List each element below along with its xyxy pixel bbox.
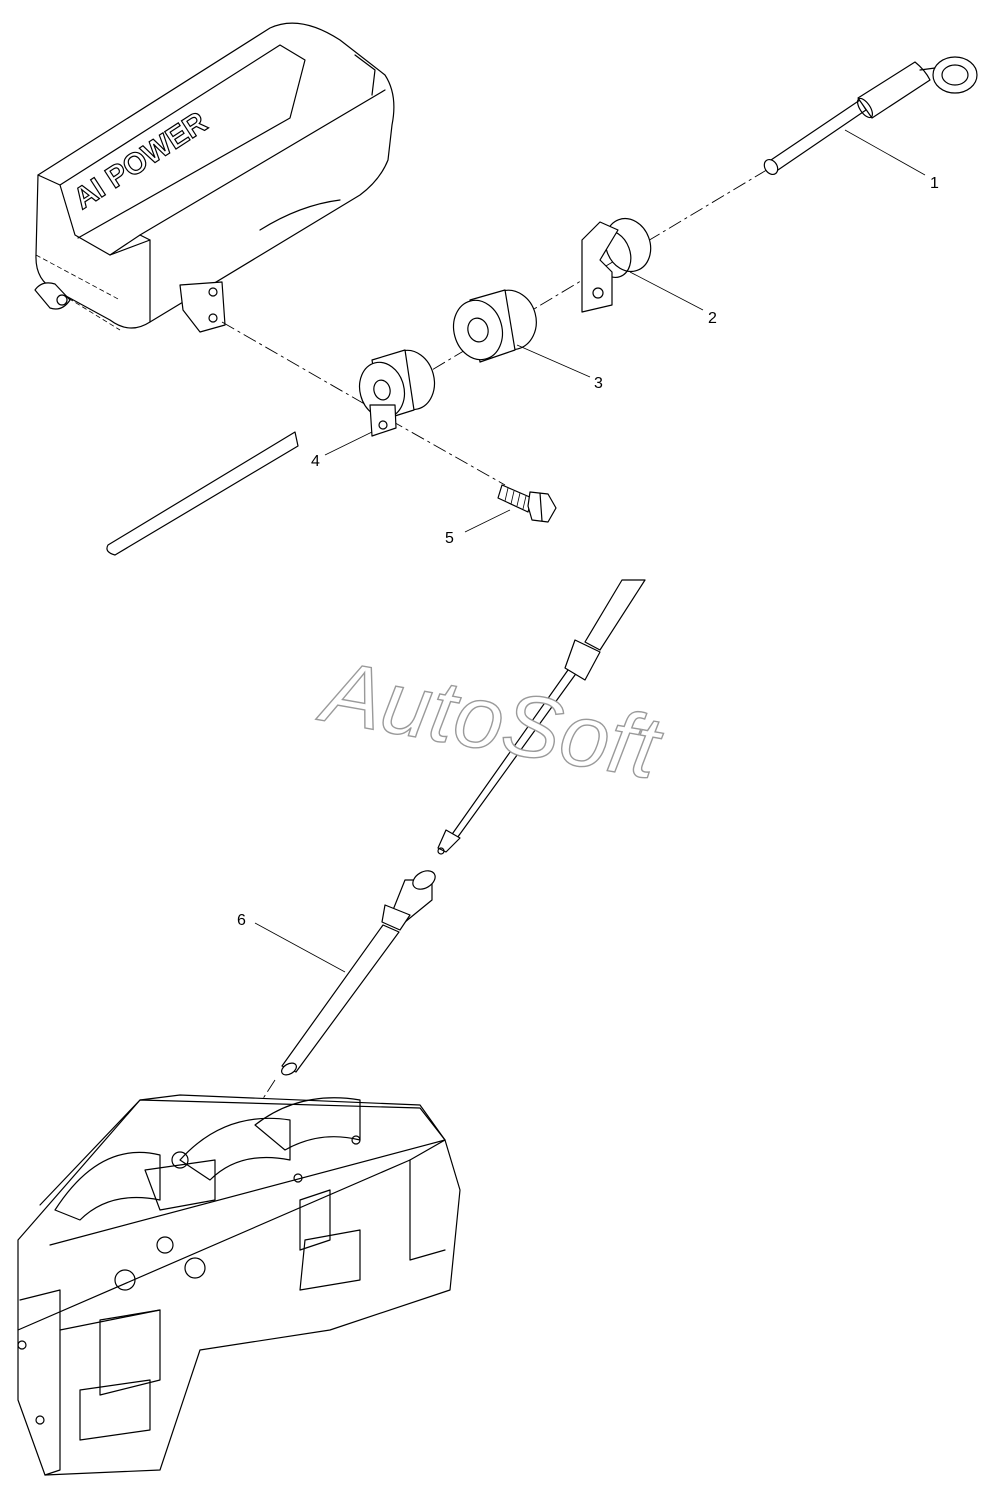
clamp-bracket (581, 217, 652, 313)
watermark-text: AutoSoft (312, 640, 670, 798)
intake-manifold: AI POWER (34, 22, 395, 333)
callout-5: 5 (445, 530, 454, 547)
dipstick (437, 579, 646, 855)
callout-1: 1 (930, 175, 939, 192)
assembly-centerlines (221, 167, 771, 486)
flange-bolt (497, 484, 557, 523)
leader-lines (254, 129, 926, 973)
callout-3: 3 (594, 375, 603, 392)
callout-2: 2 (708, 310, 717, 327)
watermark: AutoSoft (311, 640, 670, 799)
callout-6: 6 (237, 912, 246, 929)
callout-4: 4 (311, 453, 320, 470)
grommet-with-bracket (358, 349, 436, 437)
grommet-large (452, 289, 537, 363)
guide-tube (281, 870, 436, 1076)
rubber-strip (106, 431, 299, 556)
dipstick-tube (763, 56, 978, 176)
engine-block (17, 1094, 461, 1476)
